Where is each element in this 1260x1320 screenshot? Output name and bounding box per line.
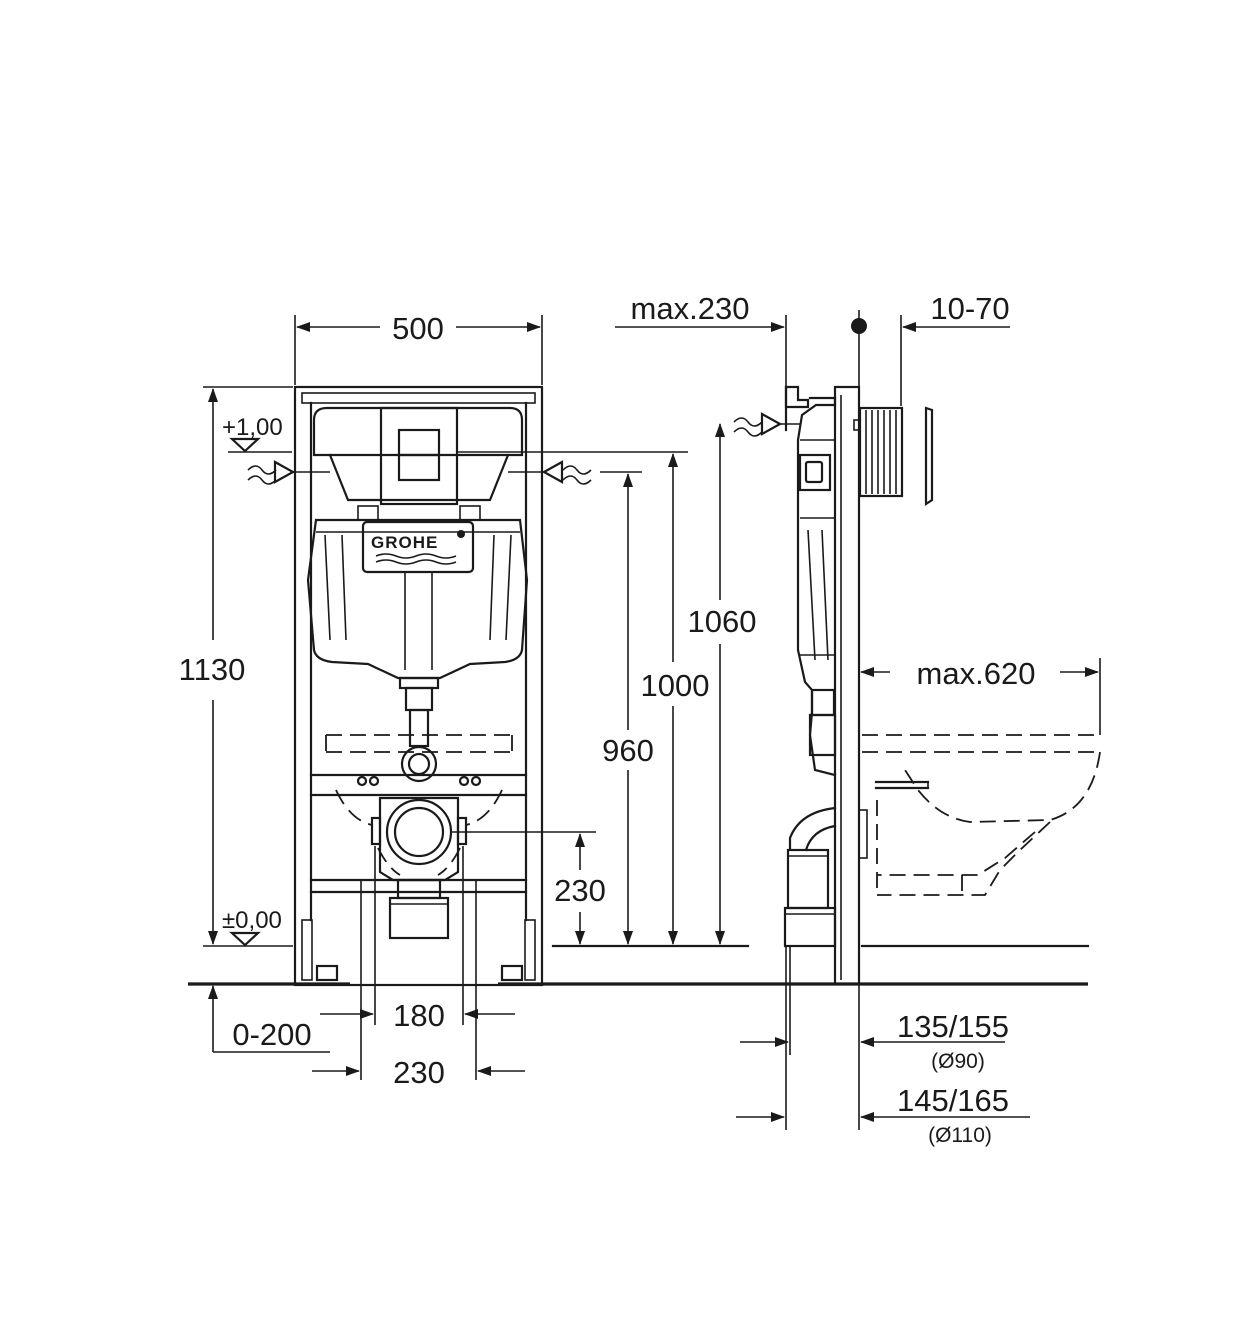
dim-label-135-155: 135/155 [897, 1009, 1009, 1044]
dim-label-145-165: 145/165 [897, 1083, 1009, 1118]
dim-label-1060: 1060 [688, 604, 757, 639]
dim-label-10-70: 10-70 [930, 291, 1009, 326]
front-frame [293, 385, 544, 987]
dim-label-960: 960 [602, 733, 654, 768]
dim-height-1130: 1130 [179, 386, 293, 947]
dim-height-230: 230 [451, 831, 606, 945]
dim-label-180: 180 [393, 998, 445, 1033]
dim-label-230-vertical: 230 [554, 873, 606, 908]
water-supply-right [508, 460, 592, 485]
dim-label-230-horizontal: 230 [393, 1055, 445, 1090]
dim-height-1060: 1060 [457, 423, 757, 945]
dim-span-180-230: 180 230 [312, 846, 525, 1090]
level-marker-floor: ±0,00 [222, 907, 282, 947]
dim-10-70: 10-70 [851, 291, 1010, 406]
water-supply-left [247, 460, 330, 485]
dim-max-620: max.620 [860, 656, 1101, 735]
dim-max-230: max.230 [615, 291, 787, 386]
dim-label-dia-90: (Ø90) [931, 1050, 985, 1073]
brand-logo: GROHE [371, 533, 438, 552]
dim-label-1130: 1130 [179, 652, 246, 687]
level-label-floor: ±0,00 [222, 907, 282, 934]
dim-label-max-230: max.230 [631, 291, 750, 326]
dim-label-1000: 1000 [641, 668, 710, 703]
dim-label-dia-110: (Ø110) [928, 1124, 992, 1147]
dim-height-1000: 1000 [600, 453, 710, 945]
front-pan-outline [325, 734, 513, 876]
side-frame [733, 385, 934, 986]
dim-label-500: 500 [392, 311, 444, 346]
cistern: GROHE [306, 406, 529, 783]
dim-offset-0-200: 0-200 [208, 985, 330, 1053]
dim-height-960: 960 [602, 473, 654, 945]
dim-label-0-200: 0-200 [232, 1017, 311, 1052]
level-label-top: +1,00 [222, 414, 283, 441]
dim-bottom-side: 135/155 (Ø90) 145/165 (Ø110) [736, 946, 1030, 1147]
dim-label-max-620: max.620 [917, 656, 1036, 691]
level-marker-top: +1,00 [222, 414, 292, 453]
front-outlet [370, 796, 468, 940]
side-wc-pan [862, 734, 1101, 896]
dim-width-500: 500 [294, 311, 543, 385]
